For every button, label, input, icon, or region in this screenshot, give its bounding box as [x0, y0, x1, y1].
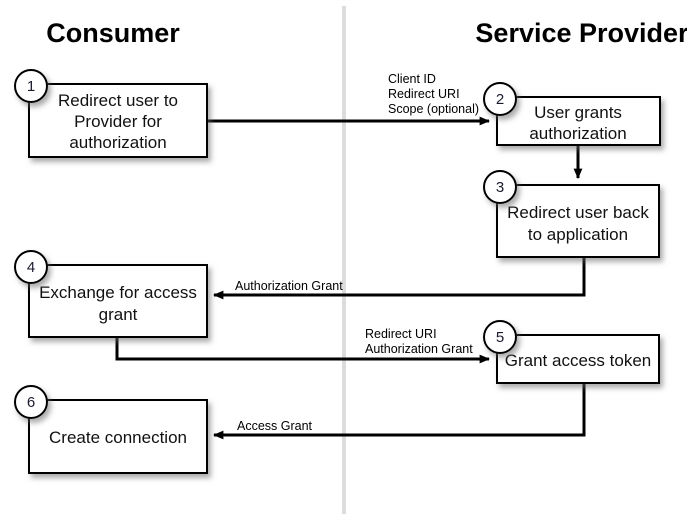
edge-label-step3-to-step4-line1: Authorization Grant	[235, 279, 343, 293]
step-badge-2-number: 2	[496, 91, 504, 108]
step-badge-4-number: 4	[27, 259, 35, 276]
step-box-5-line1: Grant access token	[505, 351, 651, 370]
step-box-2-line1: User grants	[534, 103, 622, 122]
step-box-2-rect	[496, 96, 661, 146]
step-box-1-rect	[28, 83, 208, 158]
step-badge-3-number: 3	[496, 179, 504, 196]
step-box-2-line2: authorization	[529, 124, 626, 143]
step-box-6-rect	[28, 399, 208, 474]
connector-step4-to-step5	[115, 337, 491, 364]
lane-title-service-provider: Service Provider	[475, 18, 687, 48]
step-box-6-line1: Create connection	[49, 428, 187, 447]
step-box-3-rect	[496, 184, 660, 258]
connector-step3-to-step4	[212, 257, 586, 300]
connector-step5-to-step6	[212, 383, 586, 440]
step-badge-5-circle	[483, 320, 517, 354]
edge-label-step1-to-step2-line3: Scope (optional)	[388, 102, 479, 116]
edge-label-step5-to-step6-line1: Access Grant	[237, 419, 313, 433]
step-box-6[interactable]: Create connection 6	[14, 385, 208, 474]
step-badge-3-circle	[483, 170, 517, 204]
step-box-2[interactable]: User grants authorization 2	[483, 82, 661, 146]
step-box-1-line3: authorization	[69, 133, 166, 152]
edge-label-step4-to-step5-line2: Authorization Grant	[365, 342, 473, 356]
step-badge-2-circle	[483, 82, 517, 116]
edge-label-step4-to-step5-line1: Redirect URI	[365, 327, 437, 341]
step-badge-5-number: 5	[496, 329, 504, 346]
step-badge-1-circle	[14, 69, 48, 103]
step-box-4[interactable]: Exchange for access grant 4	[14, 250, 208, 338]
edge-label-step1-to-step2-line2: Redirect URI	[388, 87, 460, 101]
step-box-3-line1: Redirect user back	[507, 203, 649, 222]
step-box-1-line2: Provider for	[74, 112, 162, 131]
step-box-4-rect	[28, 264, 208, 338]
lane-title-consumer: Consumer	[46, 18, 180, 48]
step-badge-6-number: 6	[27, 394, 35, 411]
step-badge-6-circle	[14, 385, 48, 419]
step-box-1[interactable]: Redirect user to Provider for authorizat…	[14, 69, 208, 158]
step-box-1-line1: Redirect user to	[58, 91, 178, 110]
step-box-3-line2: to application	[528, 225, 628, 244]
step-box-3[interactable]: Redirect user back to application 3	[483, 170, 660, 258]
step-box-5[interactable]: Grant access token 5	[483, 320, 660, 384]
step-box-4-line1: Exchange for access	[39, 283, 197, 302]
step-box-5-rect	[496, 334, 660, 384]
step-badge-1-number: 1	[27, 78, 35, 95]
edge-label-step1-to-step2-line1: Client ID	[388, 72, 436, 86]
step-badge-4-circle	[14, 250, 48, 284]
step-box-4-line2: grant	[99, 305, 138, 324]
